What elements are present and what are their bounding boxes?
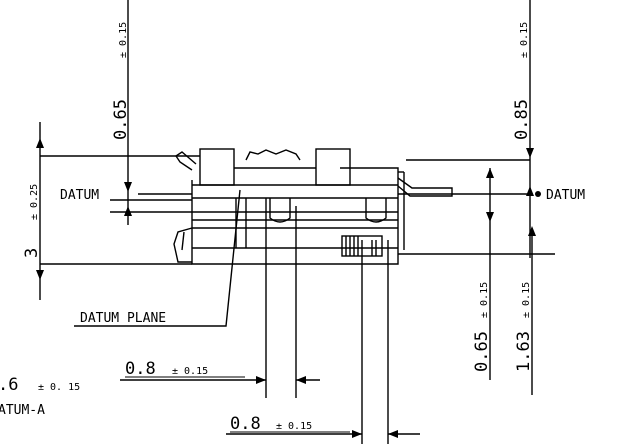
dim-bottom-b-tol: ± 0.15: [276, 421, 312, 432]
datum-left-label: DATUM: [60, 188, 99, 203]
dim-bottom-b-value: 0.8: [230, 414, 261, 434]
dim-bottom-a-tol: ± 0.15: [172, 366, 208, 377]
dim-left-height-tol: ± 0.25: [29, 184, 40, 220]
dim-right-b-tol: ± 0.15: [521, 282, 532, 318]
dim-top-left-tol: ± 0.15: [118, 22, 129, 58]
dim-right-a-value: 0.65: [472, 331, 492, 372]
dim-right-b-value: 1.63: [514, 331, 534, 372]
dimension-texts: 0.65 ± 0.15 0.85 ± 0.15 3 ± 0.25 0.65 ± …: [0, 22, 585, 434]
dim-cut-left-tol: ± 0. 15: [38, 382, 80, 393]
dim-left-height-value: 3: [22, 248, 42, 258]
dimension-lines: [36, 0, 555, 444]
dim-top-right-value: 0.85: [512, 99, 532, 140]
dim-bottom-a-value: 0.8: [125, 359, 156, 379]
dim-top-right-tol: ± 0.15: [519, 22, 530, 58]
datum-plane-label: DATUM PLANE: [80, 311, 166, 326]
datum-a-label: ATUM-A: [0, 403, 45, 418]
dim-top-left-value: 0.65: [111, 99, 131, 140]
connector-body: [173, 148, 453, 265]
dim-cut-left-value: .6: [0, 375, 18, 395]
dim-right-a-tol: ± 0.15: [479, 282, 490, 318]
datum-right-label: DATUM: [546, 188, 585, 203]
